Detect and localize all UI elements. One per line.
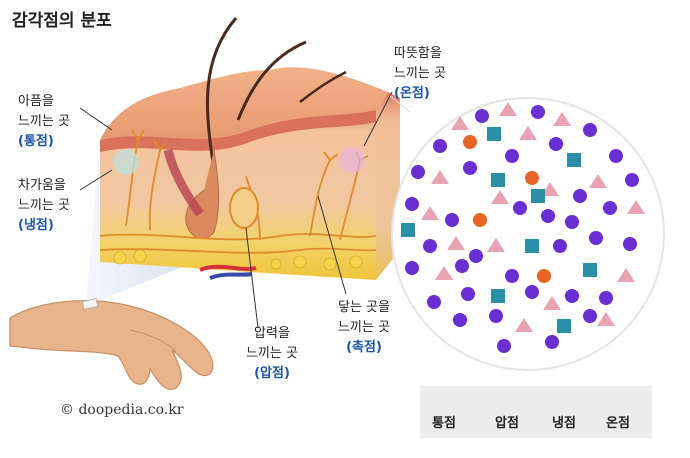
- pressure-point: [491, 190, 509, 204]
- pain-point: [505, 149, 519, 163]
- pain-point: [461, 287, 475, 301]
- pressure-point: [431, 170, 449, 184]
- pain-point: [599, 291, 613, 305]
- pain-point: [625, 173, 639, 187]
- cold-point: [491, 289, 505, 303]
- sensory-points: [401, 102, 645, 353]
- pain-point: [583, 309, 597, 323]
- pressure-point: [421, 206, 439, 220]
- legend-label-cold: 냉점: [552, 416, 576, 431]
- pressure-point: [447, 236, 465, 250]
- warm-point: [525, 171, 539, 185]
- warm-point: [463, 135, 477, 149]
- pain-point: [469, 249, 483, 263]
- pain-point: [475, 109, 489, 123]
- pain-point: [445, 213, 459, 227]
- pain-point: [565, 215, 579, 229]
- pain-point: [545, 335, 559, 349]
- pain-point: [573, 189, 587, 203]
- pain-point: [405, 261, 419, 275]
- pain-point: [497, 339, 511, 353]
- pressure-point: [499, 102, 517, 116]
- cold-point: [567, 153, 581, 167]
- pressure-point: [589, 174, 607, 188]
- pain-point: [583, 123, 597, 137]
- warm-receptor: [339, 147, 365, 173]
- cold-point: [557, 319, 571, 333]
- hand-illustration: [9, 298, 214, 390]
- cold-point: [525, 239, 539, 253]
- legend-label-pressure: 압점: [495, 416, 519, 431]
- cold-point: [487, 127, 501, 141]
- pain-point: [427, 295, 441, 309]
- pressure-point: [519, 126, 537, 140]
- warm-point: [473, 213, 487, 227]
- warm-point: [537, 269, 551, 283]
- pressure-point: [487, 238, 505, 252]
- pressure-point: [451, 116, 469, 130]
- pain-point: [405, 197, 419, 211]
- pressure-point: [627, 200, 645, 214]
- pain-point: [455, 259, 469, 273]
- pressure-point: [543, 296, 561, 310]
- pain-point: [453, 313, 467, 327]
- legend-label-warm: 온점: [606, 416, 630, 431]
- cold-point: [583, 263, 597, 277]
- pressure-point: [597, 312, 615, 326]
- pain-point: [565, 289, 579, 303]
- pain-point: [603, 201, 617, 215]
- pain-point: [513, 201, 527, 215]
- cold-receptor: [113, 149, 139, 175]
- pressure-point: [435, 266, 453, 280]
- pain-point: [553, 239, 567, 253]
- pain-point: [609, 149, 623, 163]
- legend-box: [420, 386, 652, 438]
- cold-point: [401, 223, 415, 237]
- pain-point: [589, 231, 603, 245]
- pain-point: [549, 137, 563, 151]
- pressure-receptor: [229, 187, 259, 229]
- pain-point: [531, 105, 545, 119]
- pain-point: [489, 309, 503, 323]
- pain-point: [623, 237, 637, 251]
- pressure-point: [515, 318, 533, 332]
- copyright-text: © doopedia.co.kr: [60, 402, 184, 418]
- pressure-point: [617, 268, 635, 282]
- pressure-point: [553, 112, 571, 126]
- pain-point: [433, 139, 447, 153]
- diagram-title: 감각점의 분포: [12, 11, 112, 31]
- pain-point: [541, 209, 555, 223]
- pain-point: [423, 239, 437, 253]
- pain-point: [463, 161, 477, 175]
- cold-point: [491, 173, 505, 187]
- pain-point: [505, 269, 519, 283]
- cold-point: [531, 189, 545, 203]
- pain-point: [411, 165, 425, 179]
- pressure-point: [541, 182, 559, 196]
- magnified-skin-circle: [391, 97, 665, 371]
- legend-label-pain: 통점: [432, 416, 456, 431]
- pain-point: [525, 285, 539, 299]
